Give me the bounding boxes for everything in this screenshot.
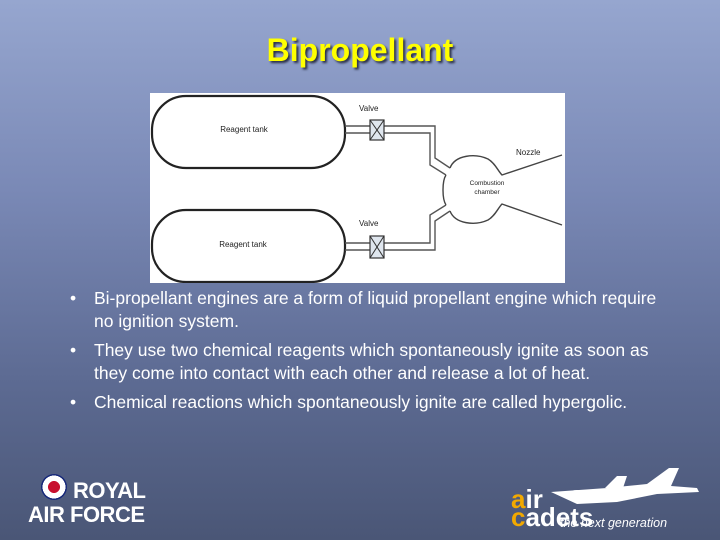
cadets-cadets-initial: c bbox=[511, 502, 526, 532]
bullet-text: Chemical reactions which spontaneously i… bbox=[94, 392, 628, 412]
bipropellant-diagram: Reagent tank Reagent tank Valve Valve Co… bbox=[150, 93, 565, 283]
valve-top bbox=[369, 119, 385, 141]
valve-bottom-label: Valve bbox=[359, 219, 379, 228]
bullet-text: Bi-propellant engines are a form of liqu… bbox=[94, 288, 657, 331]
cadets-logo-air: air bbox=[511, 484, 543, 515]
feed-pipe-bottom bbox=[345, 204, 451, 251]
bullet-text: They use two chemical reagents which spo… bbox=[94, 340, 649, 383]
aircraft-icon bbox=[551, 468, 699, 504]
tank-top-label: Reagent tank bbox=[220, 125, 269, 134]
cadets-tagline: the next generation bbox=[560, 516, 668, 530]
bullet-list: • Bi-propellant engines are a form of liq… bbox=[66, 287, 666, 420]
bullet-dot: • bbox=[70, 288, 77, 308]
cadets-air-rest: ir bbox=[525, 484, 543, 514]
feed-pipe-top bbox=[345, 125, 451, 176]
valve-bottom bbox=[369, 235, 385, 259]
bullet-item: • Chemical reactions which spontaneously … bbox=[66, 391, 666, 414]
valve-top-label: Valve bbox=[359, 104, 379, 113]
raf-roundel-icon bbox=[41, 474, 67, 500]
air-cadets-logo: air cadets the next generation bbox=[505, 462, 715, 534]
cadets-cadets-rest: adets bbox=[525, 502, 594, 532]
bullet-item: • They use two chemical reagents which sp… bbox=[66, 339, 666, 385]
combustion-chamber-nozzle bbox=[442, 154, 563, 226]
cadets-air-initial: a bbox=[511, 484, 526, 514]
raf-logo-line2: AIR FORCE bbox=[28, 502, 145, 527]
chamber-label-line2: chamber bbox=[474, 189, 500, 196]
cadets-logo-cadets: cadets bbox=[511, 502, 593, 533]
raf-logo: ROYAL AIR FORCE bbox=[28, 472, 148, 528]
bullet-item: • Bi-propellant engines are a form of liq… bbox=[66, 287, 666, 333]
reagent-tank-top bbox=[150, 94, 347, 170]
slide-title: Bipropellant bbox=[266, 32, 454, 68]
bullet-dot: • bbox=[70, 392, 77, 412]
bullet-dot: • bbox=[70, 340, 77, 360]
nozzle-label: Nozzle bbox=[516, 148, 541, 157]
diagram-svg: Reagent tank Reagent tank Valve Valve Co… bbox=[150, 94, 563, 283]
raf-logo-line1: ROYAL bbox=[73, 478, 146, 503]
tank-bottom-label: Reagent tank bbox=[219, 240, 268, 249]
reagent-tank-bottom bbox=[150, 208, 347, 283]
chamber-label-line1: Combustion bbox=[470, 180, 505, 187]
